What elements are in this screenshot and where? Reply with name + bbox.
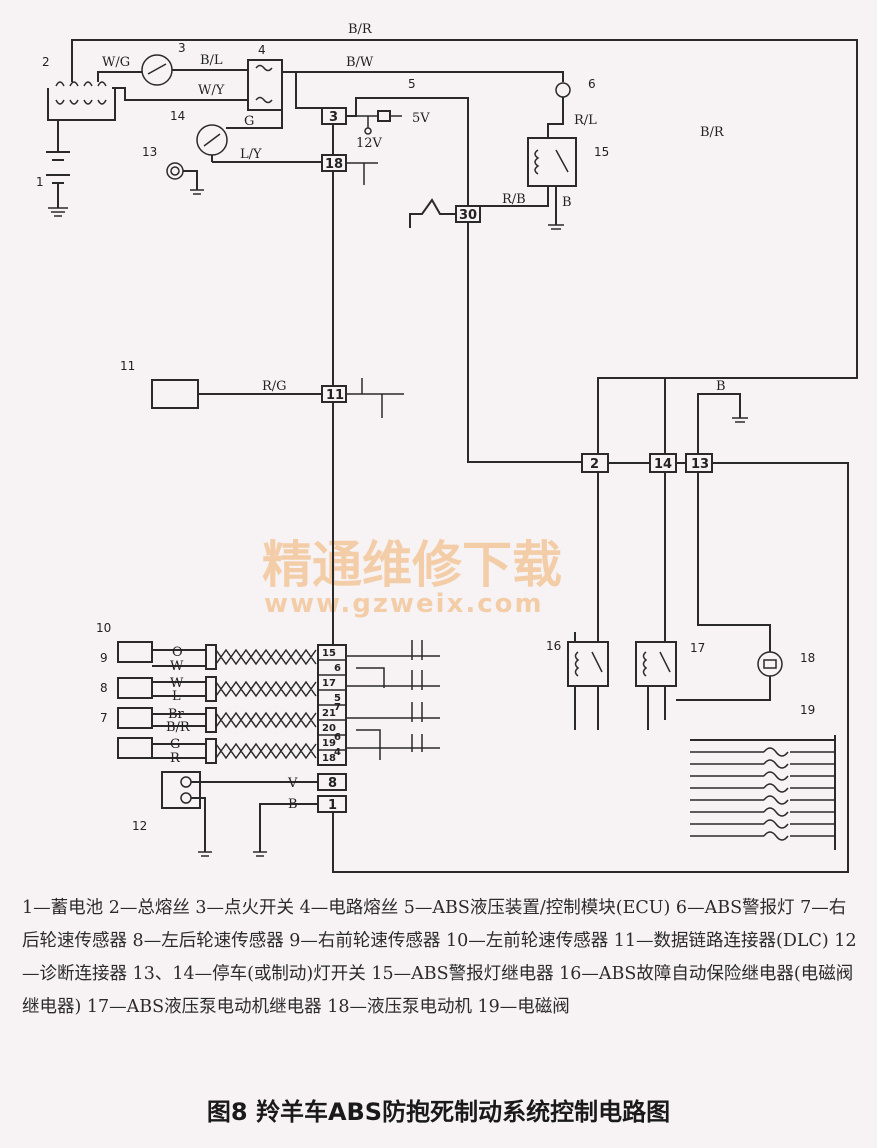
pin-21: 21 xyxy=(322,708,336,719)
pin-19: 19 xyxy=(322,738,336,749)
callout-1: 1 xyxy=(36,175,44,189)
callout-19: 19 xyxy=(800,703,815,717)
connector-pin-labels: 3 18 30 11 2 14 13 15 6 17 5 21 20 19 18… xyxy=(322,110,709,813)
callout-11: 11 xyxy=(120,359,135,373)
wire-bl: B/L xyxy=(200,53,223,68)
callout-5: 5 xyxy=(408,77,416,91)
wire-sensor-6: G xyxy=(170,737,180,752)
pin-13: 13 xyxy=(691,457,709,472)
pin-3: 3 xyxy=(329,110,338,125)
wire-sensor-0: O xyxy=(172,645,183,660)
pin-4: 4 xyxy=(334,747,341,758)
wire-wg: W/G xyxy=(102,55,130,70)
component-callouts: 1 2 3 4 5 6 10 9 8 7 11 12 13 14 15 16 1… xyxy=(36,41,815,833)
pin-2: 2 xyxy=(590,457,599,472)
wire-br-top: B/R xyxy=(348,22,373,37)
pin-15: 15 xyxy=(322,648,336,659)
pin-1: 1 xyxy=(328,798,337,813)
wire-b12: B xyxy=(288,797,298,812)
wire-sensor-1: W xyxy=(170,659,184,674)
wire-bw: B/W xyxy=(346,55,374,70)
callout-4: 4 xyxy=(258,43,266,57)
wire-sensor-4: Br xyxy=(168,707,185,722)
callout-17: 17 xyxy=(690,641,705,655)
pin-7: 7 xyxy=(334,702,341,713)
figure-title: 图8 羚羊车ABS防抱死制动系统控制电路图 xyxy=(206,1098,671,1126)
pin-20: 20 xyxy=(322,723,336,734)
wire-labels: B/R W/G B/L B/W W/Y G L/Y R/L B/R R/B B … xyxy=(102,22,726,812)
dlc-section xyxy=(151,378,404,418)
wire-rl: R/L xyxy=(574,113,597,128)
wire-sensor-7: R xyxy=(170,751,181,766)
wire-b-ground: B xyxy=(716,379,726,394)
voltage-5v: 5V xyxy=(412,111,430,126)
callout-6: 6 xyxy=(588,77,596,91)
callout-12: 12 xyxy=(132,819,147,833)
pin-30: 30 xyxy=(459,208,477,223)
watermark-text: 精通维修下载 xyxy=(262,536,562,594)
callout-3: 3 xyxy=(178,41,186,55)
pin-11: 11 xyxy=(326,388,344,403)
wire-ly: L/Y xyxy=(240,147,262,162)
wheel-sensor-section xyxy=(117,640,440,857)
wire-rg: R/G xyxy=(262,379,287,394)
callout-16: 16 xyxy=(546,639,561,653)
pin-6b: 6 xyxy=(334,732,341,743)
wire-wy: W/Y xyxy=(198,83,225,98)
callout-10: 10 xyxy=(96,621,111,635)
component-legend: 1—蓄电池 2—总熔丝 3—点火开关 4—电路熔丝 5—ABS液压装置/控制模块… xyxy=(22,898,857,1017)
callout-13: 13 xyxy=(142,145,157,159)
pin-5: 5 xyxy=(334,693,341,704)
abs-circuit-diagram: 精通维修下载 www.gzweix.com xyxy=(36,22,858,873)
pin-8: 8 xyxy=(328,776,337,791)
wire-sensor-2: W xyxy=(170,676,184,691)
watermark-url: www.gzweix.com xyxy=(264,589,544,619)
wire-sensor-5: B/R xyxy=(166,720,191,735)
right-section xyxy=(332,393,849,873)
callout-15: 15 xyxy=(594,145,609,159)
callout-9: 9 xyxy=(100,651,108,665)
wire-b15: B xyxy=(562,195,572,210)
callout-2: 2 xyxy=(42,55,50,69)
callout-8: 8 xyxy=(100,681,108,695)
wire-rb: R/B xyxy=(502,192,526,207)
voltage-12v: 12V xyxy=(356,136,383,151)
pin-6: 6 xyxy=(334,663,341,674)
pin-18: 18 xyxy=(325,157,343,172)
pin-17: 17 xyxy=(322,678,336,689)
callout-18: 18 xyxy=(800,651,815,665)
wire-v: V xyxy=(287,776,298,791)
callout-14: 14 xyxy=(170,109,185,123)
pin-14: 14 xyxy=(654,457,672,472)
callout-7: 7 xyxy=(100,711,108,725)
wire-g: G xyxy=(244,114,254,129)
wire-sensor-3: L xyxy=(172,689,181,704)
pin-18b: 18 xyxy=(322,753,336,764)
wire-br-right: B/R xyxy=(700,125,725,140)
